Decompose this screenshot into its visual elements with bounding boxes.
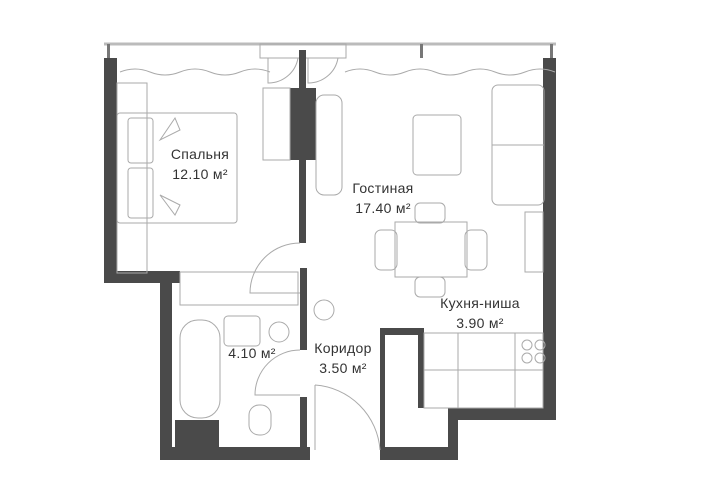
room-area: 12.10 м² [172, 166, 228, 182]
room-area: 4.10 м² [228, 345, 276, 361]
room-name: Спальня [170, 146, 230, 162]
room-label-living: Гостиная 17.40 м² [343, 178, 423, 218]
room-label-kitchen: Кухня-ниша 3.90 м² [425, 293, 535, 333]
walls [104, 50, 556, 460]
room-name: Кухня-ниша [440, 295, 520, 311]
room-label-bathroom: 4.10 м² [220, 343, 284, 363]
curtains [119, 68, 556, 76]
room-label-corridor: Коридор 3.50 м² [303, 338, 383, 378]
doors [249, 57, 381, 451]
kitchen [423, 332, 546, 409]
room-area: 3.90 м² [456, 315, 504, 331]
wardrobes [179, 87, 343, 306]
room-area: 17.40 м² [355, 200, 411, 216]
room-label-bedroom: Спальня 12.10 м² [160, 144, 240, 184]
room-area: 3.50 м² [319, 360, 367, 376]
balcony-railing [104, 42, 556, 59]
bed [116, 82, 238, 274]
living-furniture [374, 84, 545, 298]
room-name: Гостиная [352, 180, 414, 196]
bathroom-fixtures [179, 299, 335, 436]
room-name: Коридор [314, 340, 372, 356]
